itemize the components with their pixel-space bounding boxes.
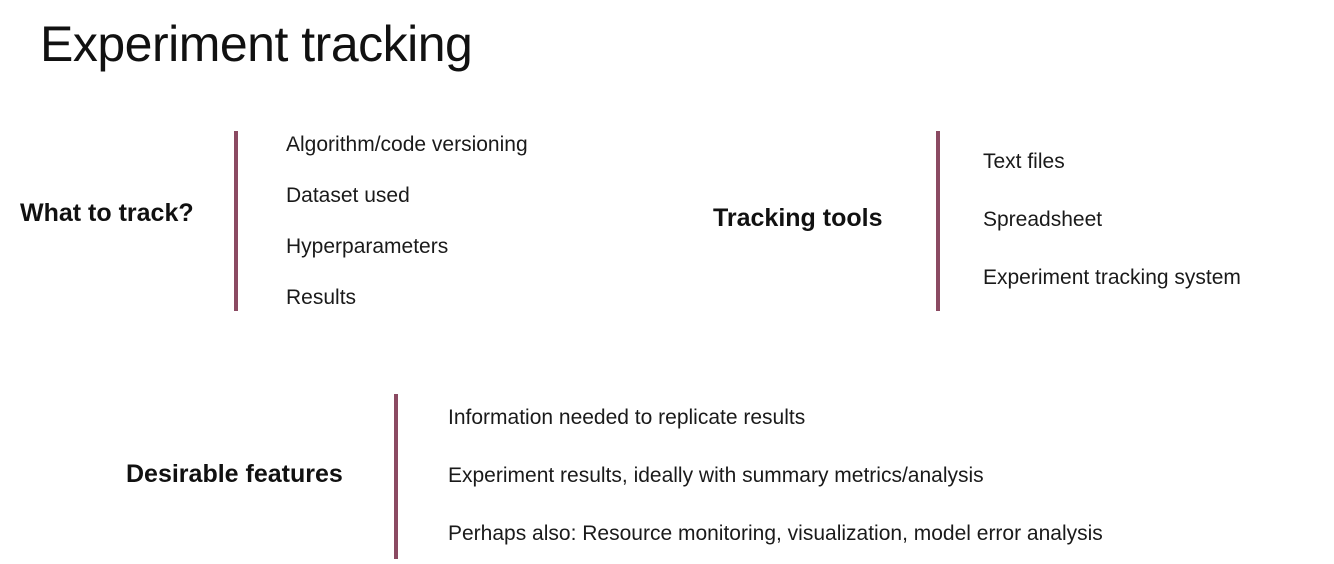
what-to-track-item: Results — [286, 286, 357, 309]
tracking-tools-item: Spreadsheet — [983, 208, 1103, 231]
desirable-features-divider — [394, 394, 398, 559]
tracking-tools-item: Text files — [983, 150, 1065, 173]
tracking-tools-divider — [936, 131, 940, 311]
tracking-tools-item: Experiment tracking system — [983, 266, 1241, 289]
desirable-features-item: Information needed to replicate results — [448, 406, 806, 429]
what-to-track-item: Algorithm/code versioning — [286, 133, 528, 156]
tracking-tools-label: Tracking tools — [713, 204, 883, 232]
what-to-track-item: Dataset used — [286, 184, 410, 207]
what-to-track-divider — [234, 131, 238, 311]
slide-title: Experiment tracking — [40, 16, 473, 72]
desirable-features-item: Experiment results, ideally with summary… — [448, 464, 984, 487]
desirable-features-item: Perhaps also: Resource monitoring, visua… — [448, 522, 1103, 545]
what-to-track-item: Hyperparameters — [286, 235, 449, 258]
what-to-track-label: What to track? — [20, 199, 194, 227]
desirable-features-label: Desirable features — [126, 460, 343, 488]
